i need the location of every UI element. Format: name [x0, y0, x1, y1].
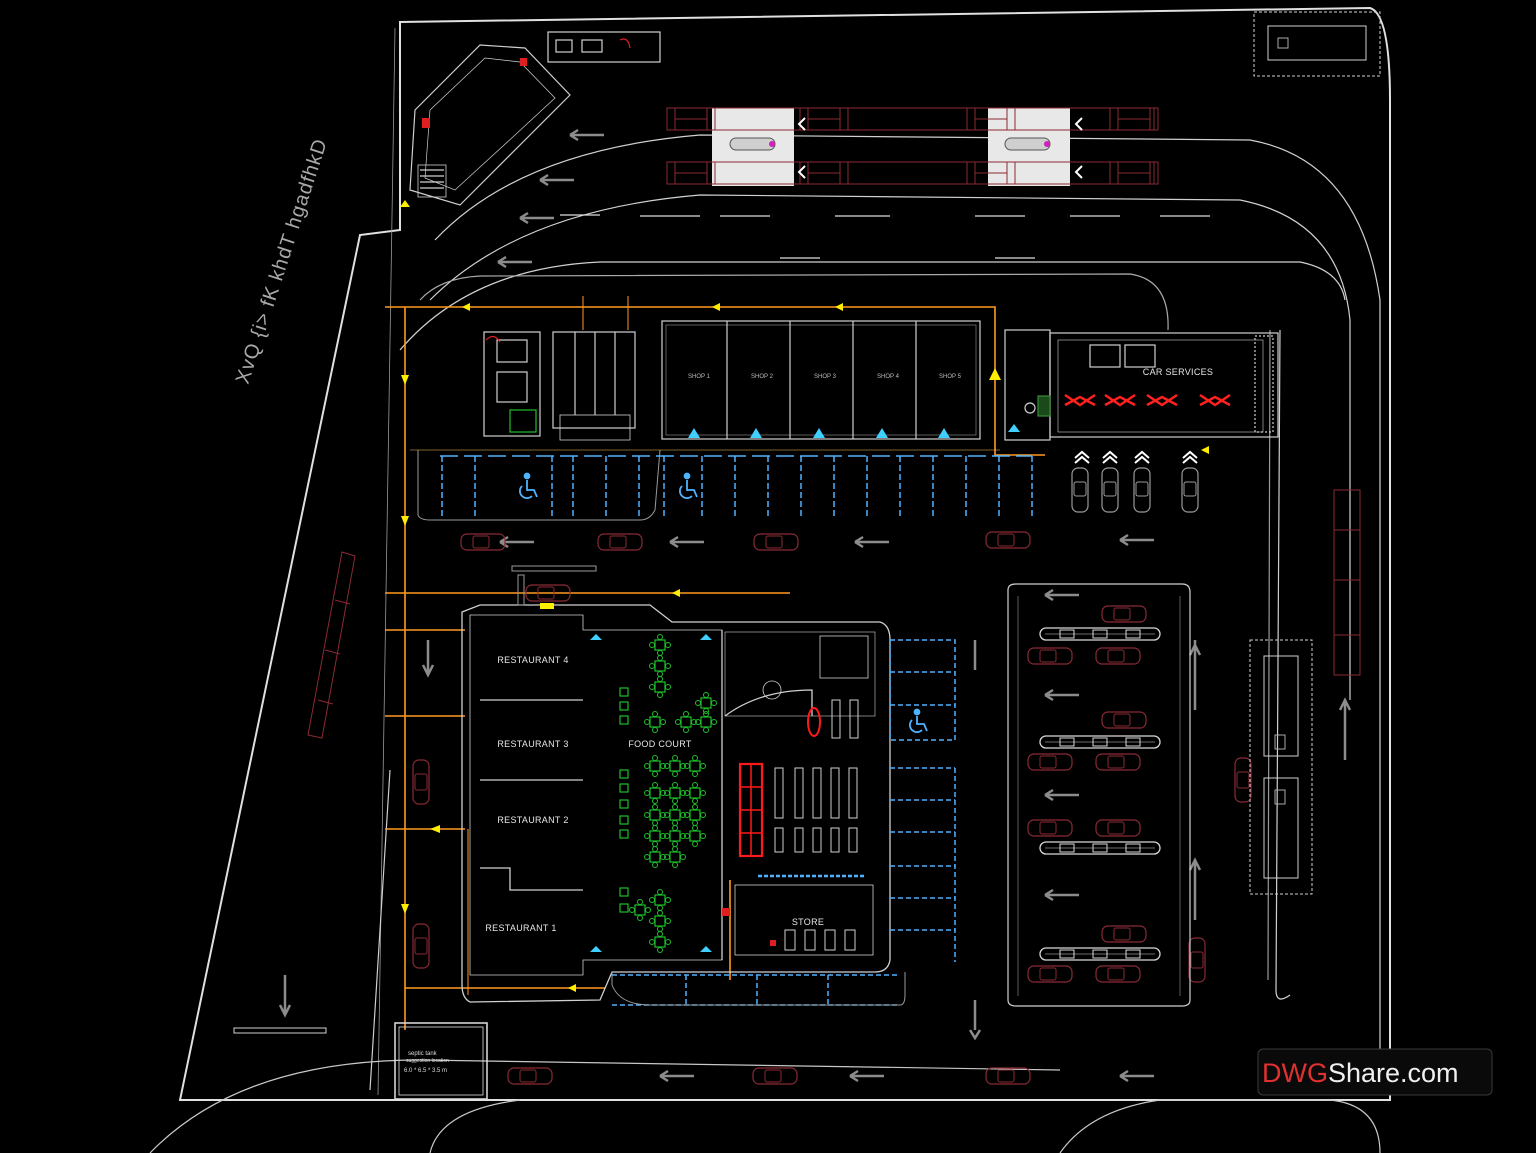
store-label: STORE: [792, 917, 824, 927]
vehicle-icon: [752, 1067, 798, 1085]
shop-doors: [688, 428, 950, 438]
fuel-pump-icon: [1039, 627, 1161, 641]
vehicle-icon: [1188, 937, 1206, 983]
car-services-building: [1004, 329, 1279, 441]
shop-label: SHOP 4: [877, 374, 900, 380]
direction-arrow-icon: [1043, 788, 1081, 802]
toilet-block: [483, 331, 636, 441]
shops: [661, 320, 981, 440]
septic-tank-title: septic tank: [408, 1051, 438, 1057]
direction-arrow-icon: [568, 128, 606, 142]
direction-arrow-icon: [1118, 533, 1156, 547]
road-curves: [149, 134, 1381, 1153]
food-court-label: FOOD COURT: [628, 739, 692, 749]
fuel-canopy: [1007, 583, 1191, 1007]
truck-fuel-lanes: [666, 107, 1159, 186]
utility-room: [547, 31, 661, 63]
top-right-room: [1253, 11, 1381, 77]
lane-markings: [560, 214, 1210, 259]
vehicle-icon: [1234, 757, 1252, 803]
vehicle-icon: [753, 533, 799, 551]
direction-arrow-icon: [1118, 1069, 1156, 1083]
food-court-seating: [628, 633, 718, 954]
restaurant-4-label: RESTAURANT 4: [497, 655, 568, 665]
food-court-chairs: [619, 687, 629, 913]
septic-tank-subtitle: suggestion location: [406, 1058, 449, 1064]
trucks-left: [307, 551, 356, 739]
restaurant-2-label: RESTAURANT 2: [497, 815, 568, 825]
restaurant-3-label: RESTAURANT 3: [497, 739, 568, 749]
watermark-text: DWGShare.com: [1262, 1058, 1459, 1088]
main-building-doors: [590, 634, 712, 952]
vehicle-icon: [507, 1067, 553, 1085]
fuel-pump-icon: [1039, 947, 1161, 961]
guard-building: [400, 44, 571, 207]
shop-label: SHOP 3: [814, 374, 837, 380]
direction-arrow-icon: [496, 255, 534, 269]
vehicle-icon: [597, 533, 643, 551]
car-services-label: CAR SERVICES: [1143, 367, 1213, 377]
direction-arrow-icon: [518, 211, 556, 225]
accessible-parking-icon: [519, 472, 928, 733]
parking-bays-right: [612, 639, 956, 1006]
watermark-brand-white: Share.com: [1328, 1058, 1459, 1088]
vehicle-icon: [412, 923, 430, 969]
watermark: DWGShare.com: [1257, 1048, 1493, 1096]
supermarket-shelves: [722, 699, 866, 951]
direction-arrow-icon: [848, 1069, 886, 1083]
shop-label: SHOP 1: [688, 374, 711, 380]
trucks-right: [1333, 489, 1361, 676]
service-lifts: [1064, 393, 1231, 407]
service-chevrons: [1074, 450, 1198, 464]
pipe-flow-arrows: [401, 303, 1209, 992]
fuel-pump-icon: [1039, 841, 1161, 855]
watermark-brand-red: DWG: [1262, 1058, 1328, 1088]
road-arrows: [278, 128, 1352, 1083]
parking-row: [440, 455, 1033, 518]
direction-arrow-icon: [538, 173, 576, 187]
direction-arrow-icon: [668, 535, 706, 549]
vehicle-icon: [985, 1067, 1031, 1085]
fuel-pump-icon: [1039, 735, 1161, 749]
bench: [233, 1027, 327, 1034]
vehicle-icon: [412, 759, 430, 805]
shop-label: SHOP 5: [939, 374, 962, 380]
septic-tank: septic tank suggestion location 6.0 * 6.…: [394, 1022, 488, 1100]
fuel-tanks: [1249, 639, 1313, 895]
septic-tank-size: 6.0 * 6.5 * 3.5 m: [404, 1068, 447, 1074]
vehicle-icon: [460, 533, 506, 551]
main-building: [461, 604, 891, 1003]
road-label: XvQ {i> fK khdT hgadfhkD: [232, 136, 332, 387]
entrance-canopy: [511, 565, 597, 609]
direction-arrow-icon: [1043, 888, 1081, 902]
direction-arrow-icon: [1043, 688, 1081, 702]
direction-arrow-icon: [853, 535, 891, 549]
direction-arrow-icon: [1043, 588, 1081, 602]
shop-label: SHOP 2: [751, 374, 774, 380]
vehicle-icon: [985, 531, 1031, 549]
direction-arrow-icon: [658, 1069, 696, 1083]
restaurant-1-label: RESTAURANT 1: [485, 923, 556, 933]
